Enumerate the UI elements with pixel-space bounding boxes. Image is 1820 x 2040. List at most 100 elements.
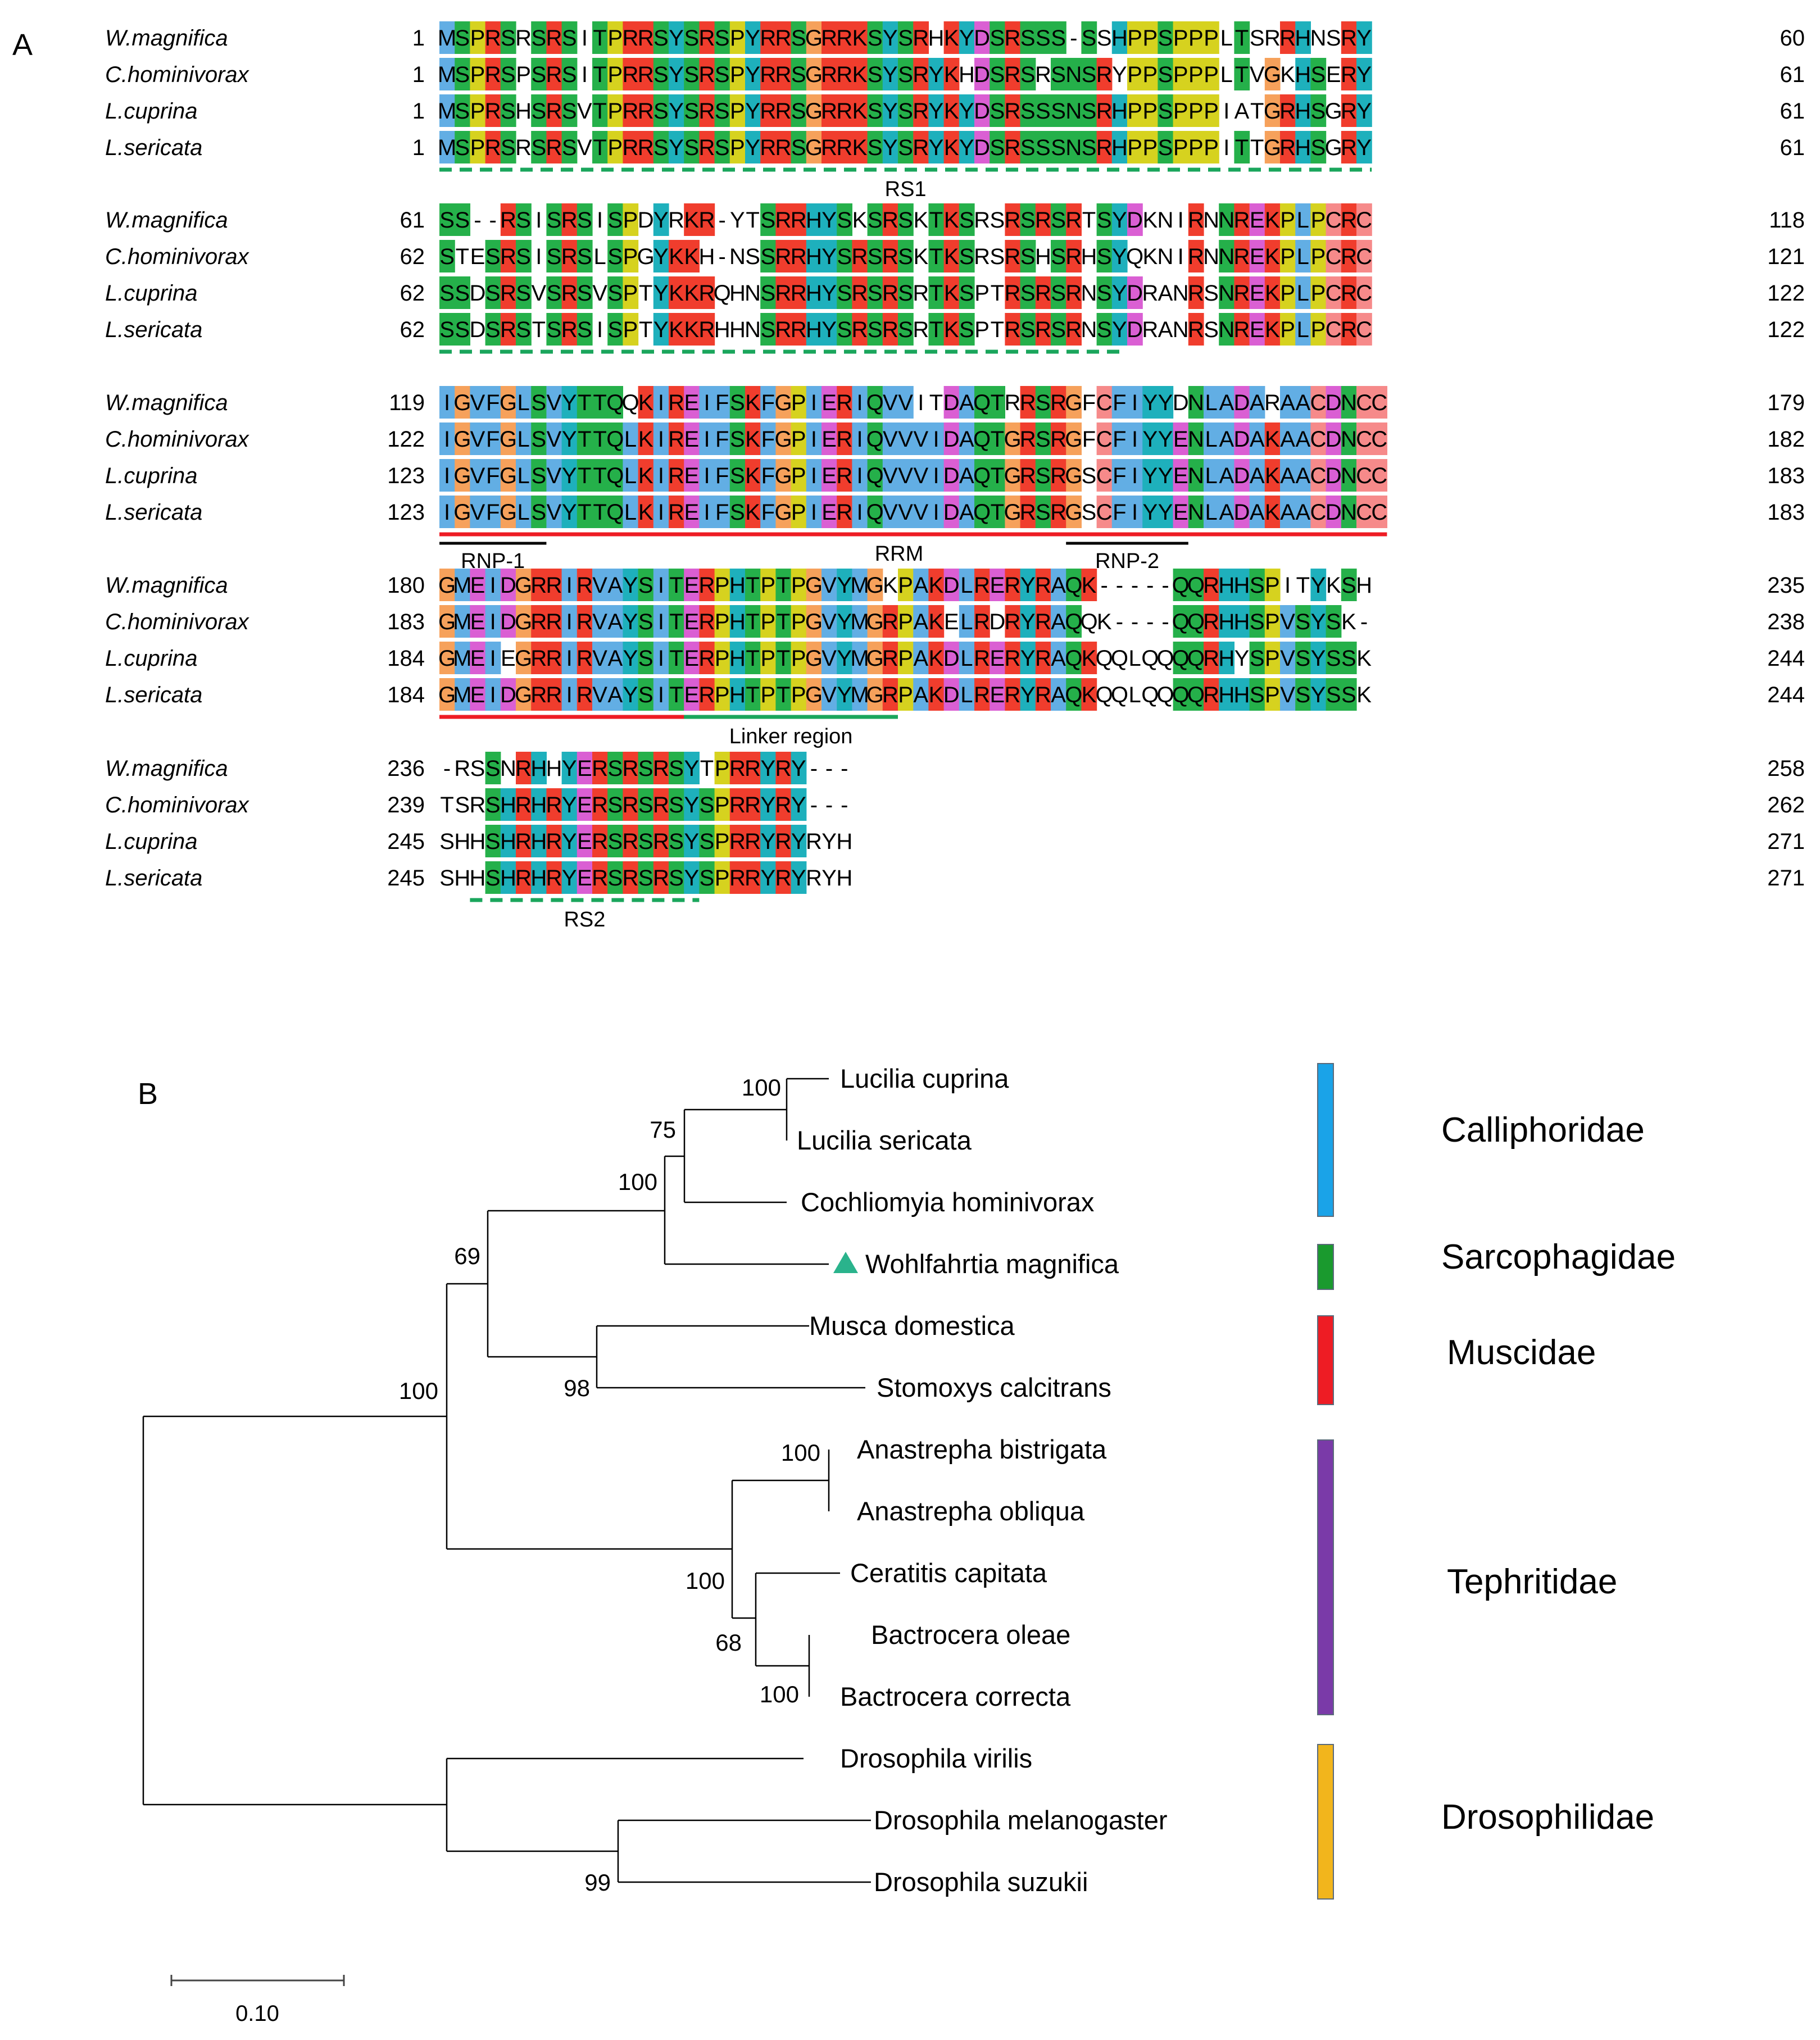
residue: S [653, 135, 669, 160]
residue-shade [439, 203, 455, 236]
residue: S [684, 62, 699, 87]
residue: P [623, 208, 638, 233]
residue: Y [623, 683, 638, 707]
residue: S [531, 500, 546, 525]
residue: L [1205, 427, 1217, 452]
residue: Y [562, 793, 577, 817]
residue: E [684, 464, 699, 488]
residue: S [715, 135, 730, 160]
residue: G [805, 646, 823, 671]
residue: C [1326, 208, 1342, 233]
residue: Y [929, 62, 944, 87]
residue: M [438, 99, 456, 124]
residue: S [455, 99, 470, 124]
residue: S [638, 793, 653, 817]
residue: H [1234, 610, 1250, 634]
residue: Y [837, 646, 852, 671]
residue: S [607, 793, 623, 817]
residue-shade [684, 313, 700, 346]
residue: G [453, 390, 471, 415]
residue: R [1203, 683, 1219, 707]
residue: K [852, 208, 868, 233]
residue: K [638, 500, 653, 525]
residue-shade [959, 94, 975, 127]
residue: R [485, 26, 501, 51]
residue: R [515, 866, 532, 890]
residue: R [623, 99, 639, 124]
residue: G [866, 646, 884, 671]
residue-shade [837, 276, 852, 309]
residue: T [578, 427, 591, 452]
residue: G [1325, 99, 1342, 124]
residue-shade [485, 276, 501, 309]
residue: S [531, 390, 546, 415]
residue-shade [822, 313, 837, 346]
residue-shade [1234, 203, 1250, 236]
residue: P [715, 610, 730, 634]
residue: Q [1111, 646, 1128, 671]
residue-shade [928, 240, 945, 272]
residue: Y [760, 756, 775, 781]
residue: R [852, 317, 868, 342]
residue: P [791, 646, 806, 671]
residue-shade [882, 58, 898, 90]
residue: F [1082, 427, 1096, 452]
residue-shade [928, 131, 945, 163]
residue-shade [791, 276, 807, 309]
residue: R [1341, 281, 1357, 306]
residue: H [699, 244, 715, 269]
residue: N [1188, 500, 1204, 525]
end-position: 61 [1780, 99, 1805, 124]
residue: S [1326, 646, 1341, 671]
bootstrap-value: 68 [715, 1629, 742, 1656]
residue: G [500, 427, 517, 452]
residue: L [624, 427, 637, 452]
residue: H [454, 829, 470, 854]
residue: R [699, 62, 715, 87]
residue: S [516, 317, 531, 342]
residue: S [1097, 281, 1112, 306]
residue: S [898, 281, 913, 306]
residue: P [470, 62, 485, 87]
residue: S [1311, 99, 1326, 124]
residue-shade [1127, 94, 1143, 127]
end-position: 122 [1767, 281, 1805, 306]
residue: P [1127, 135, 1142, 160]
residue: R [500, 317, 516, 342]
residue-shade [455, 94, 470, 127]
residue-shade [1204, 131, 1219, 163]
residue: R [1035, 62, 1051, 87]
residue: N [1218, 317, 1234, 342]
start-position: 1 [412, 135, 425, 160]
residue: S [577, 208, 592, 233]
residue: Y [959, 99, 974, 124]
residue: Y [1112, 244, 1127, 269]
residue: R [1050, 427, 1066, 452]
residue-shade [882, 94, 898, 127]
residue-shade [1020, 313, 1036, 346]
residue: S [791, 62, 806, 87]
residue: R [974, 683, 990, 707]
residue: R [485, 135, 501, 160]
residue: Y [745, 26, 760, 51]
residue-shade [1142, 94, 1158, 127]
residue: I [933, 427, 939, 452]
residue: I [658, 427, 664, 452]
residue: S [990, 26, 1005, 51]
residue: H [1111, 26, 1128, 51]
residue: V [898, 427, 913, 452]
residue: S [1295, 646, 1310, 671]
residue-shade [669, 313, 684, 346]
residue: P [1188, 26, 1204, 51]
residue: S [959, 281, 974, 306]
residue: G [500, 500, 517, 525]
start-position: 123 [387, 500, 425, 525]
residue-shade [439, 386, 455, 419]
residue: T [700, 756, 714, 781]
residue-shade [852, 240, 868, 272]
residue-shade [485, 94, 501, 127]
residue: S [959, 244, 974, 269]
residue: Y [929, 135, 944, 160]
residue: R [1005, 390, 1021, 415]
